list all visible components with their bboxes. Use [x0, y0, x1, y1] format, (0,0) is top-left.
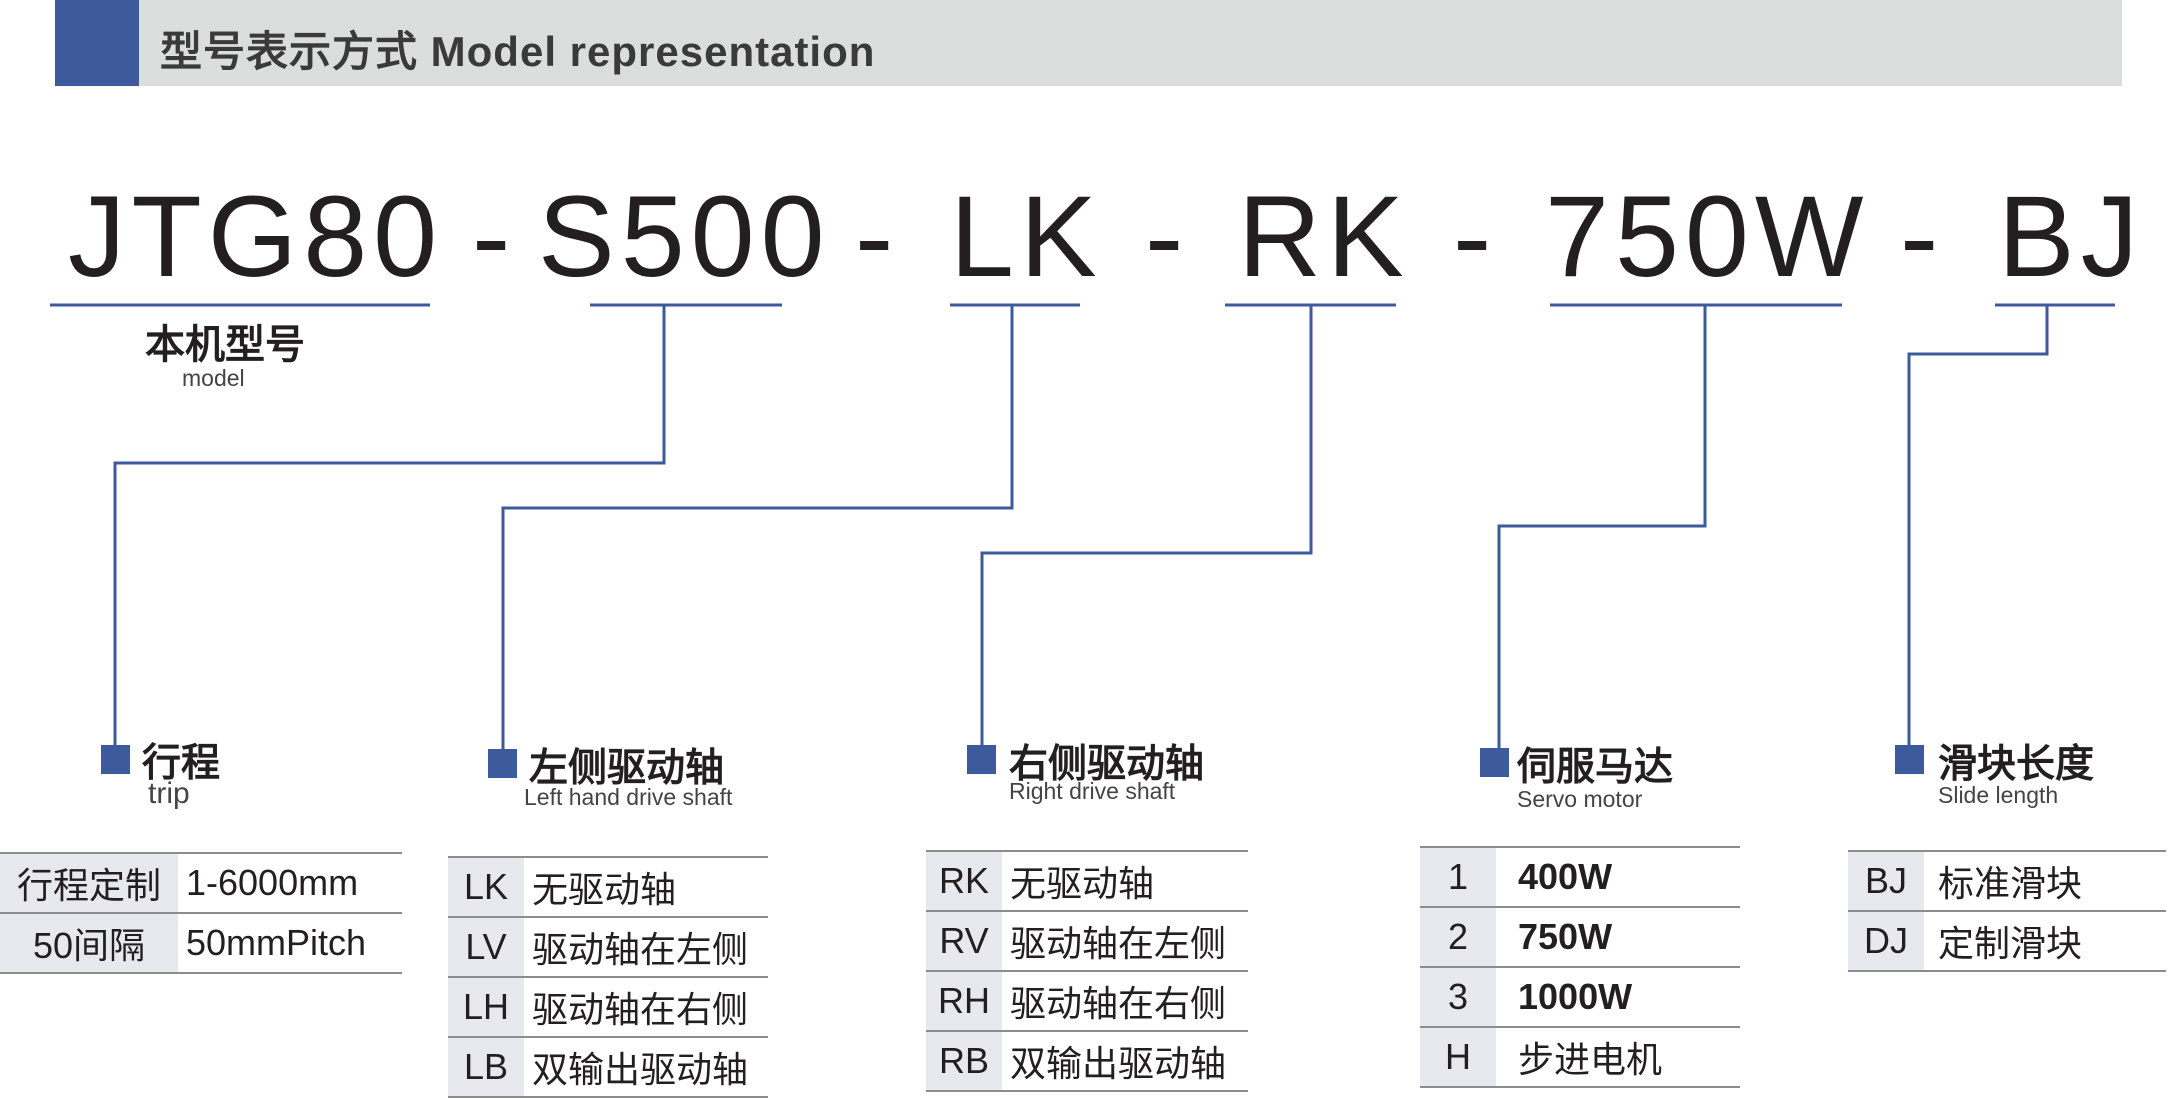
left-shaft-table: LK 无驱动轴 LV 驱动轴在左侧 LH 驱动轴在右侧 LB 双输出驱动轴: [448, 856, 768, 1098]
table-row: RV 驱动轴在左侧: [926, 911, 1248, 972]
right-shaft-code-cell: RV: [926, 911, 1002, 972]
table-row: LB 双输出驱动轴: [448, 1037, 768, 1098]
header-accent-block: [55, 0, 139, 86]
slide-code-cell: DJ: [1848, 911, 1924, 972]
code-segment-slide: BJ: [1998, 173, 2145, 301]
header-title: 型号表示方式 Model representation: [160, 28, 876, 75]
servo-code-cell: 1: [1420, 846, 1496, 908]
right-shaft-table: RK 无驱动轴 RV 驱动轴在左侧 RH 驱动轴在右侧 RB 双输出驱动轴: [926, 850, 1248, 1092]
servo-desc-cell: 步进电机: [1496, 1027, 1740, 1088]
table-row: RK 无驱动轴: [926, 850, 1248, 912]
table-row: DJ 定制滑块: [1848, 911, 2166, 972]
table-row: 3 1000W: [1420, 967, 1740, 1028]
right-shaft-desc-cell: 驱动轴在左侧: [1002, 911, 1248, 972]
code-separator: -: [472, 173, 511, 301]
trip-code-cell: 行程定制: [0, 852, 178, 914]
servo-code-cell: 3: [1420, 967, 1496, 1028]
slide-table: BJ 标准滑块 DJ 定制滑块: [1848, 850, 2166, 972]
trip-table: 行程定制 1-6000mm 50间隔 50mmPitch: [0, 852, 402, 974]
servo-title-en: Servo motor: [1517, 786, 1643, 812]
header-bar: [55, 0, 2122, 86]
left-shaft-code-cell: LK: [448, 856, 524, 918]
trip-marker: [101, 745, 130, 774]
code-separator: -: [1145, 173, 1184, 301]
left-shaft-desc-cell: 无驱动轴: [524, 856, 768, 918]
right-shaft-code-cell: RH: [926, 971, 1002, 1032]
servo-code-cell: 2: [1420, 907, 1496, 968]
servo-marker: [1480, 748, 1509, 777]
table-row: 2 750W: [1420, 907, 1740, 968]
table-row: RB 双输出驱动轴: [926, 1031, 1248, 1092]
slide-desc-cell: 标准滑块: [1924, 850, 2166, 912]
code-separator: -: [855, 173, 894, 301]
code-separator: -: [1453, 173, 1492, 301]
servo-table: 1 400W 2 750W 3 1000W H 步进电机: [1420, 846, 1740, 1088]
left-shaft-desc-cell: 双输出驱动轴: [524, 1037, 768, 1098]
right-shaft-marker: [967, 745, 996, 774]
connector-trip: [113, 305, 666, 748]
trip-code-cell: 50间隔: [0, 913, 178, 974]
trip-desc-cell: 1-6000mm: [178, 852, 402, 914]
left-shaft-code-cell: LH: [448, 977, 524, 1038]
servo-desc-cell: 400W: [1496, 846, 1740, 908]
trip-desc-cell: 50mmPitch: [178, 913, 402, 974]
slide-code-cell: BJ: [1848, 850, 1924, 912]
left-shaft-desc-cell: 驱动轴在右侧: [524, 977, 768, 1038]
slide-marker: [1895, 745, 1924, 774]
right-shaft-title-en: Right drive shaft: [1009, 778, 1176, 804]
table-row: BJ 标准滑块: [1848, 850, 2166, 912]
table-row: 1 400W: [1420, 846, 1740, 908]
table-row: LH 驱动轴在右侧: [448, 977, 768, 1038]
trip-title-cn: 行程: [142, 742, 221, 785]
connector-right-shaft: [980, 305, 1313, 748]
right-shaft-desc-cell: 双输出驱动轴: [1002, 1031, 1248, 1092]
left-shaft-code-cell: LB: [448, 1037, 524, 1098]
code-segment-right-shaft: RK: [1238, 173, 1410, 301]
code-segment-servo: 750W: [1545, 173, 1870, 301]
left-shaft-title-cn: 左侧驱动轴: [529, 747, 725, 790]
code-segment-model: JTG80: [68, 173, 444, 301]
right-shaft-title-cn: 右侧驱动轴: [1009, 743, 1205, 786]
trip-title-en: trip: [148, 777, 190, 810]
model-label-cn: 本机型号: [145, 323, 305, 367]
left-shaft-code-cell: LV: [448, 917, 524, 978]
table-row: 50间隔 50mmPitch: [0, 913, 402, 974]
right-shaft-code-cell: RB: [926, 1031, 1002, 1092]
slide-title-en: Slide length: [1938, 782, 2059, 808]
code-segment-trip: S500: [538, 173, 831, 301]
left-shaft-title-en: Left hand drive shaft: [524, 784, 733, 810]
servo-desc-cell: 750W: [1496, 907, 1740, 968]
right-shaft-desc-cell: 无驱动轴: [1002, 850, 1248, 912]
table-row: RH 驱动轴在右侧: [926, 971, 1248, 1032]
left-shaft-marker: [488, 749, 517, 778]
servo-code-cell: H: [1420, 1027, 1496, 1088]
table-row: 行程定制 1-6000mm: [0, 852, 402, 914]
connector-servo: [1497, 305, 1707, 752]
right-shaft-code-cell: RK: [926, 850, 1002, 912]
code-separator: -: [1900, 173, 1939, 301]
table-row: LV 驱动轴在左侧: [448, 917, 768, 978]
servo-desc-cell: 1000W: [1496, 967, 1740, 1028]
model-label-en: model: [182, 365, 245, 391]
connector-left-shaft: [501, 305, 1014, 752]
right-shaft-desc-cell: 驱动轴在右侧: [1002, 971, 1248, 1032]
left-shaft-desc-cell: 驱动轴在左侧: [524, 917, 768, 978]
table-row: LK 无驱动轴: [448, 856, 768, 918]
connector-slide: [1907, 305, 2049, 752]
slide-desc-cell: 定制滑块: [1924, 911, 2166, 972]
slide-title-cn: 滑块长度: [1938, 743, 2095, 786]
servo-title-cn: 伺服马达: [1517, 746, 1674, 789]
table-row: H 步进电机: [1420, 1027, 1740, 1088]
code-segment-left-shaft: LK: [950, 173, 1103, 301]
